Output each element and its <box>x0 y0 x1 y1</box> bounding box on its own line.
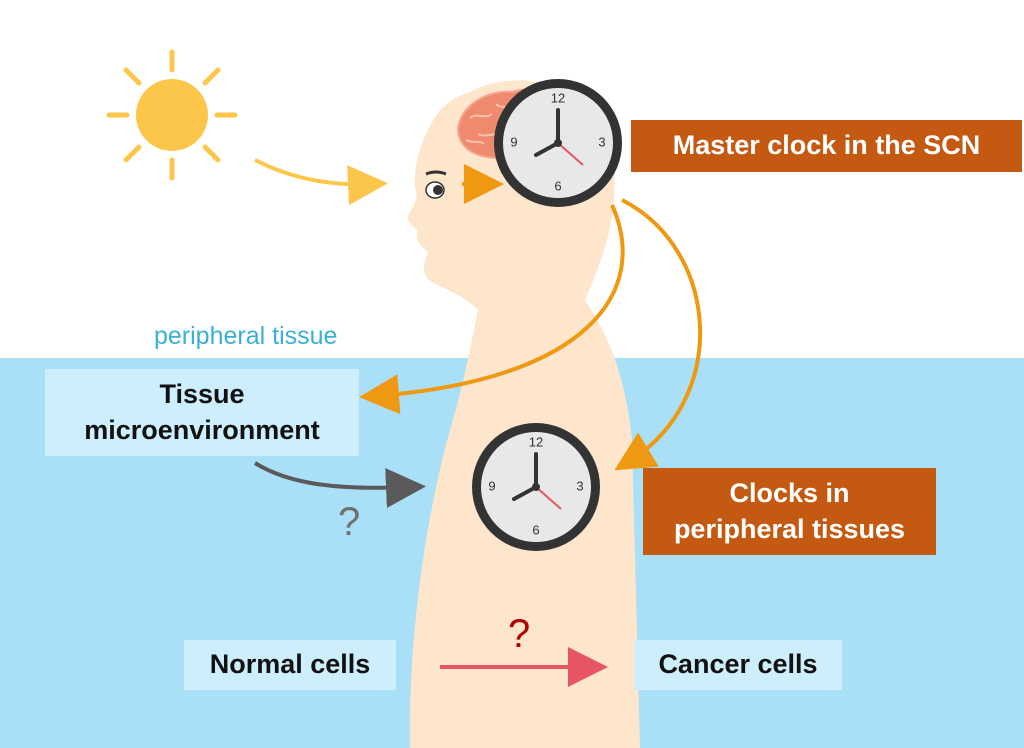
master-clock-3: 3 <box>598 134 605 149</box>
peripheral-clock-icon: 12 3 6 9 <box>472 423 600 551</box>
master-to-microenvironment-arrow <box>359 204 625 415</box>
master-clock-9: 9 <box>510 134 517 149</box>
master-clock-label-text: Master clock in the SCN <box>672 130 981 161</box>
peripheral-clocks-label: Clocks in peripheral tissues <box>643 468 936 555</box>
peripheral-clock-6: 6 <box>532 522 539 537</box>
tissue-microenvironment-line2: microenvironment <box>84 414 320 445</box>
microenvironment-to-clock-arrow <box>253 461 426 509</box>
normal-cells-text: Normal cells <box>209 649 371 680</box>
peripheral-tissue-label: peripheral tissue <box>154 322 338 350</box>
cancer-cells-box: Cancer cells <box>634 640 842 690</box>
sunlight-arrow <box>254 158 388 206</box>
human-silhouette <box>407 80 640 748</box>
eye-icon <box>425 170 447 199</box>
peripheral-clocks-line2: peripheral tissues <box>673 513 906 544</box>
master-clock-6: 6 <box>554 178 561 193</box>
master-clock-12: 12 <box>551 90 565 105</box>
peripheral-clocks-line1: Clocks in <box>729 478 850 509</box>
sun-icon <box>106 49 238 181</box>
cancer-cells-text: Cancer cells <box>658 649 818 680</box>
red-question-mark: ? <box>508 612 531 656</box>
peripheral-clock-12: 12 <box>529 434 543 449</box>
tissue-microenvironment-box: Tissue microenvironment <box>45 369 359 456</box>
peripheral-clock-9: 9 <box>488 478 495 493</box>
master-clock-icon: 12 3 6 9 <box>494 79 622 207</box>
peripheral-clock-3: 3 <box>576 478 583 493</box>
tissue-microenvironment-line1: Tissue <box>159 379 245 410</box>
gray-question-mark: ? <box>338 500 361 544</box>
master-to-peripheral-arrow <box>614 198 702 471</box>
normal-cells-box: Normal cells <box>184 640 396 690</box>
master-clock-label: Master clock in the SCN <box>631 120 1022 172</box>
